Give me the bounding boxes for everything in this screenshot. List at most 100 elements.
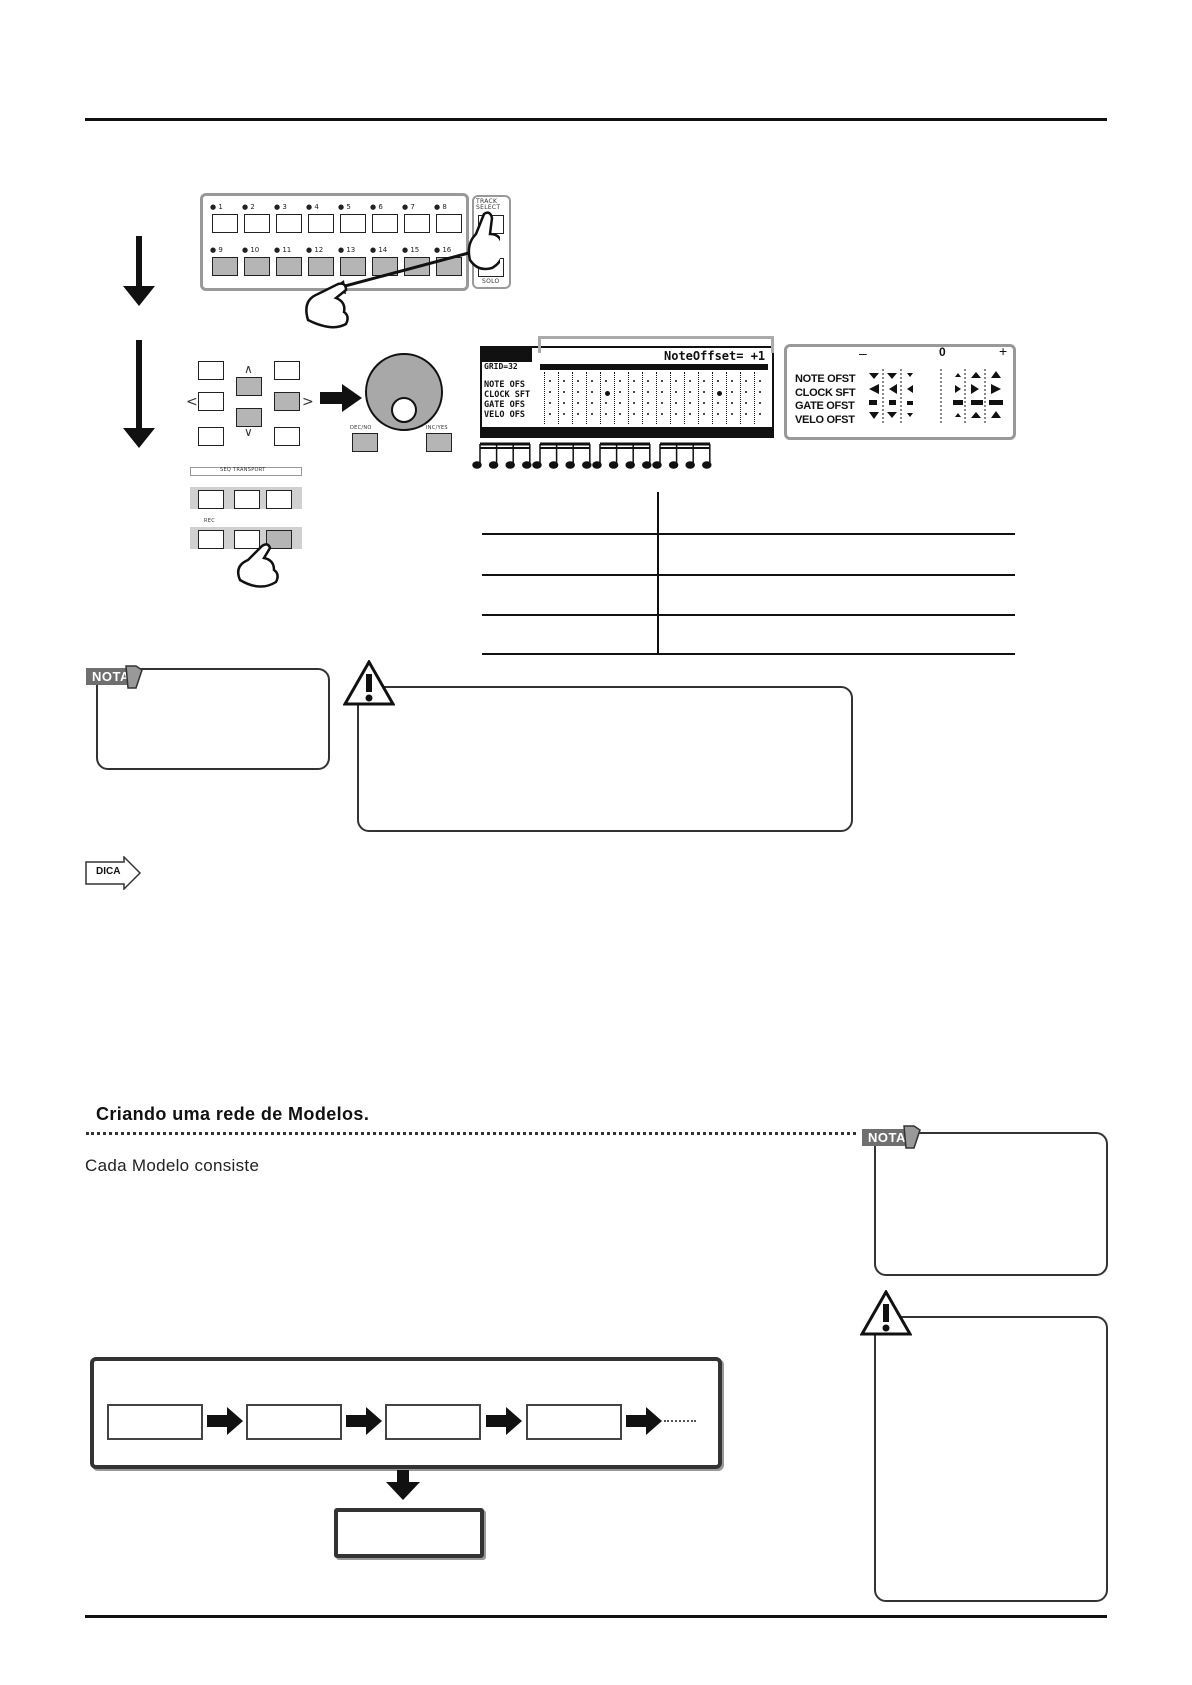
enter-button[interactable]: [274, 427, 300, 446]
lcd-tab-bar: [482, 427, 772, 436]
pattern-box: [107, 1404, 203, 1440]
track-number-3: ● 3: [274, 203, 287, 211]
track-button-2[interactable]: [244, 214, 270, 233]
exit-button[interactable]: [198, 427, 224, 446]
down-arrow-icon: [386, 1470, 420, 1500]
lcd-step-dot: [577, 402, 579, 404]
lcd-step-dot: [577, 391, 579, 393]
track-button-7[interactable]: [404, 214, 430, 233]
track-number-4: ● 4: [306, 203, 319, 211]
track-button-11[interactable]: [276, 257, 302, 276]
top-button[interactable]: [198, 490, 224, 509]
track-button-8[interactable]: [436, 214, 462, 233]
lcd-grid-column: [586, 372, 587, 424]
lcd-step-dot: [577, 380, 579, 382]
lcd-step-dot: [549, 413, 551, 415]
lcd-step-dot: [563, 402, 565, 404]
up-arrow-glyph: ∧: [244, 362, 254, 376]
lcd-grid-column: [684, 372, 685, 424]
legend-symbols-icon: [869, 369, 1003, 425]
track-button-5[interactable]: [340, 214, 366, 233]
left-arrow-glyph: <: [186, 394, 199, 410]
lcd-step-dot: [731, 391, 733, 393]
lcd-highlight-frame: [538, 336, 774, 353]
dec-no-label: DEC/NO: [350, 425, 372, 431]
lcd-step-dot: [689, 391, 691, 393]
dec-no-button[interactable]: [352, 433, 378, 452]
cursor-down-button[interactable]: [236, 408, 262, 427]
track-button-13[interactable]: [340, 257, 366, 276]
lcd-step-dot: [675, 391, 677, 393]
lcd-step-dot: [619, 380, 621, 382]
lcd-row-label: CLOCK SFT: [484, 390, 531, 400]
function-button[interactable]: [274, 361, 300, 380]
rewind-button[interactable]: [234, 490, 260, 509]
track-number-7: ● 7: [402, 203, 415, 211]
lcd-step-dot: [759, 391, 761, 393]
forward-button[interactable]: [266, 490, 292, 509]
lcd-grid-column: [614, 372, 615, 424]
lcd-step-dot: [633, 413, 635, 415]
tip-tag-label: DICA: [96, 866, 121, 877]
cursor-left-button[interactable]: [198, 392, 224, 411]
track-number-1: ● 1: [210, 203, 223, 211]
track-button-9[interactable]: [212, 257, 238, 276]
track-button-3[interactable]: [276, 214, 302, 233]
stop-button[interactable]: [234, 530, 260, 549]
lcd-step-dot: [605, 380, 607, 382]
dotted-divider: [86, 1132, 856, 1135]
track-button-12[interactable]: [308, 257, 334, 276]
lcd-step-dot: [605, 402, 607, 404]
lcd-header: NoteOffset= +1: [664, 349, 766, 363]
track-button-10[interactable]: [244, 257, 270, 276]
lcd-step-dot: [689, 413, 691, 415]
lcd-step-dot: [689, 380, 691, 382]
lcd-step-dot: [619, 413, 621, 415]
track-button-6[interactable]: [372, 214, 398, 233]
table-row-line: [482, 574, 1015, 576]
lcd-step-dot: [717, 380, 719, 382]
lcd-step-dot: [549, 380, 551, 382]
track-button-4[interactable]: [308, 214, 334, 233]
lcd-grid-column: [572, 372, 573, 424]
solo-label: SOLO: [482, 278, 500, 285]
pointing-hand-icon: [305, 211, 500, 329]
pressing-hand-icon: [237, 543, 279, 588]
lcd-step-dot: [563, 391, 565, 393]
lcd-step-dot: [717, 413, 719, 415]
lcd-step-dot: [647, 402, 649, 404]
record-button[interactable]: [198, 361, 224, 380]
section-heading: Criando uma rede de Modelos.: [96, 1104, 370, 1124]
pattern-box: [526, 1404, 622, 1440]
lcd-step-dot: [591, 413, 593, 415]
lcd-step-dot: [759, 413, 761, 415]
rec-button[interactable]: [198, 530, 224, 549]
seq-transport-label: SEQ TRANSPORT: [220, 467, 266, 473]
data-dial-icon[interactable]: [364, 352, 448, 436]
lcd-step-dot: [745, 380, 747, 382]
cursor-right-button[interactable]: [274, 392, 300, 411]
play-button[interactable]: [266, 530, 292, 549]
note-head: [625, 461, 635, 469]
inc-yes-button[interactable]: [426, 433, 452, 452]
cursor-up-button[interactable]: [236, 377, 262, 396]
note-head: [548, 461, 559, 469]
lcd-step-dot: [717, 402, 719, 404]
lcd-step-dot: [633, 402, 635, 404]
lcd-step-dot: [549, 402, 551, 404]
song-box: [334, 1508, 484, 1558]
lcd-step-dot: [731, 402, 733, 404]
lcd-step-dot: [759, 380, 761, 382]
note-head: [668, 461, 679, 469]
lcd-step-dot: [633, 380, 635, 382]
note-scroll-icon: [125, 665, 143, 689]
lcd-step-dot: [717, 391, 722, 396]
lcd-grid-column: [698, 372, 699, 424]
note-box-1: [96, 668, 330, 770]
note-scroll-icon: [903, 1125, 921, 1149]
lcd-step-grid: [544, 372, 766, 424]
track-button-1[interactable]: [212, 214, 238, 233]
